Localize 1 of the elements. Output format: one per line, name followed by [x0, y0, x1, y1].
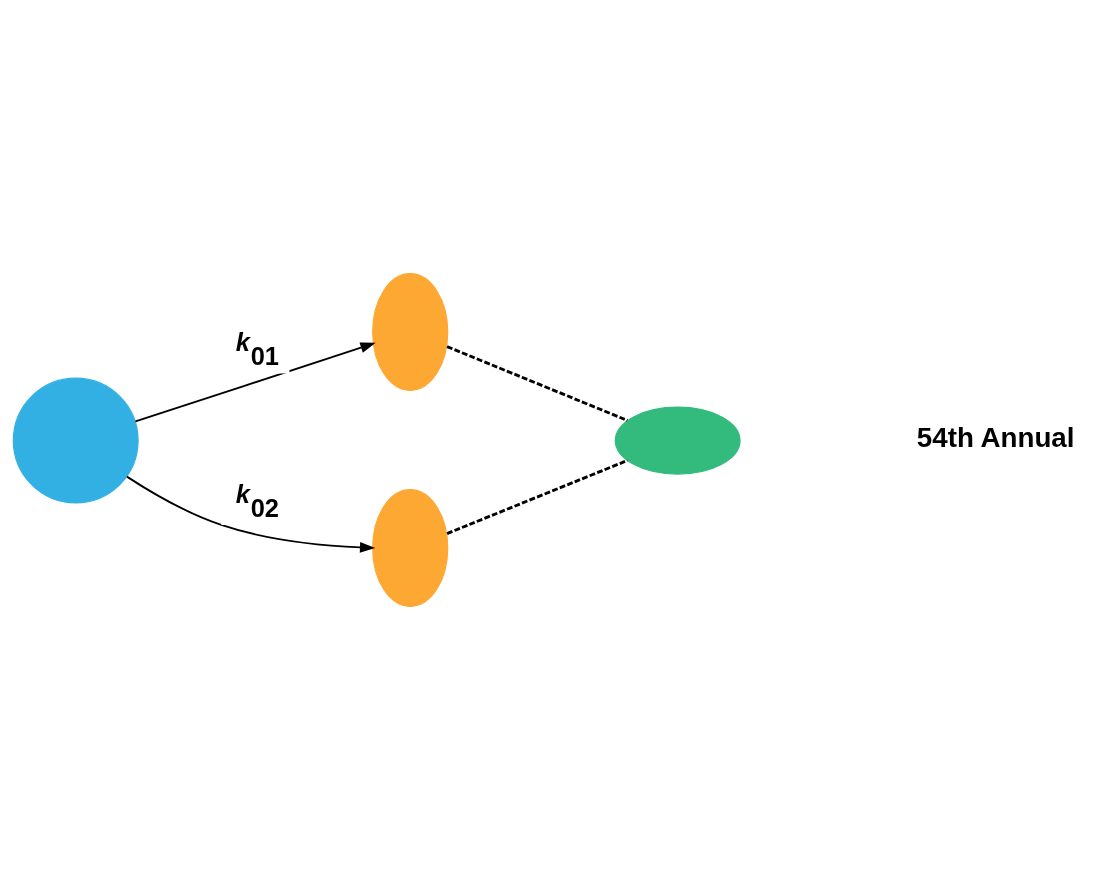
label: 54th Annual [916, 421, 1075, 453]
